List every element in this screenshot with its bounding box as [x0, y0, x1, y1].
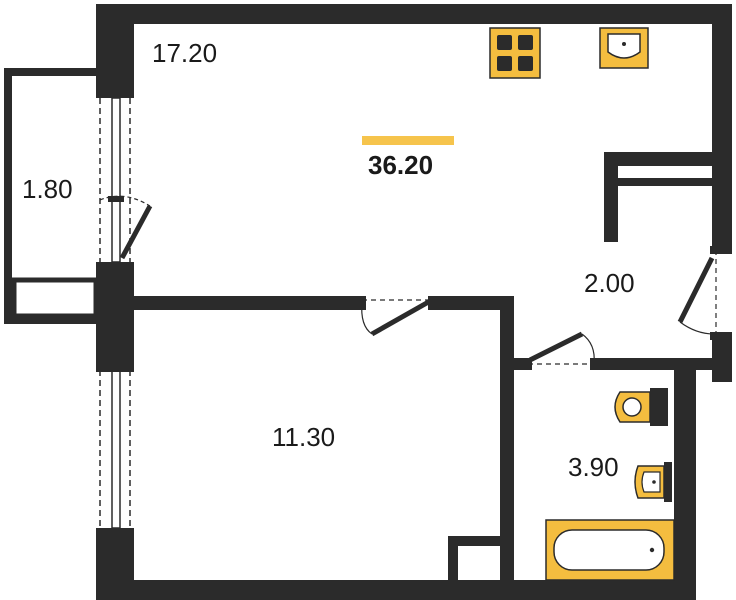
wall-closet-shelf: [616, 178, 712, 186]
room-area-balcony: 1.80: [22, 174, 73, 204]
wall-bedroom-right: [500, 296, 514, 582]
wall-bedroom-top-right: [432, 296, 512, 310]
washbasin-icon: [634, 462, 672, 502]
bathtub-icon: [545, 519, 675, 581]
wall-left-bottom-pier: [96, 530, 134, 600]
wall-bedroom-top: [134, 296, 362, 310]
wall-right-upper: [712, 4, 732, 250]
room-area-bathroom: 3.90: [568, 452, 619, 482]
total-area: 36.20: [368, 150, 433, 180]
wall-bottom: [96, 580, 696, 600]
room-area-bedroom: 11.30: [272, 422, 335, 452]
stove-icon: [489, 27, 541, 79]
wall-top: [96, 4, 732, 24]
room-area-hallway: 2.00: [584, 268, 635, 298]
wall-bedroom-niche-top: [448, 536, 502, 546]
balcony-outline: [4, 68, 99, 324]
wall-bedroom-niche-left: [448, 536, 458, 582]
wall-closet-top: [604, 152, 714, 166]
wall-left-top-pier: [96, 4, 134, 96]
walls: [96, 4, 732, 600]
wall-right-lower: [674, 364, 696, 600]
wall-closet-left: [604, 152, 618, 242]
door-balcony: [99, 195, 153, 260]
room-area-kitchen-living: 17.20: [152, 38, 217, 68]
kitchen-sink-icon: [599, 27, 649, 69]
door-bedroom: [360, 296, 434, 337]
doors: [99, 195, 732, 370]
door-entrance: [677, 246, 732, 340]
windows: [99, 98, 131, 528]
wall-bath-top-left: [514, 358, 528, 370]
toilet-icon: [614, 388, 668, 426]
wall-left-mid-pier: [96, 264, 134, 368]
total-accent-bar: [362, 136, 454, 145]
door-bathroom: [526, 331, 596, 370]
wall-bath-top-right: [594, 358, 732, 370]
